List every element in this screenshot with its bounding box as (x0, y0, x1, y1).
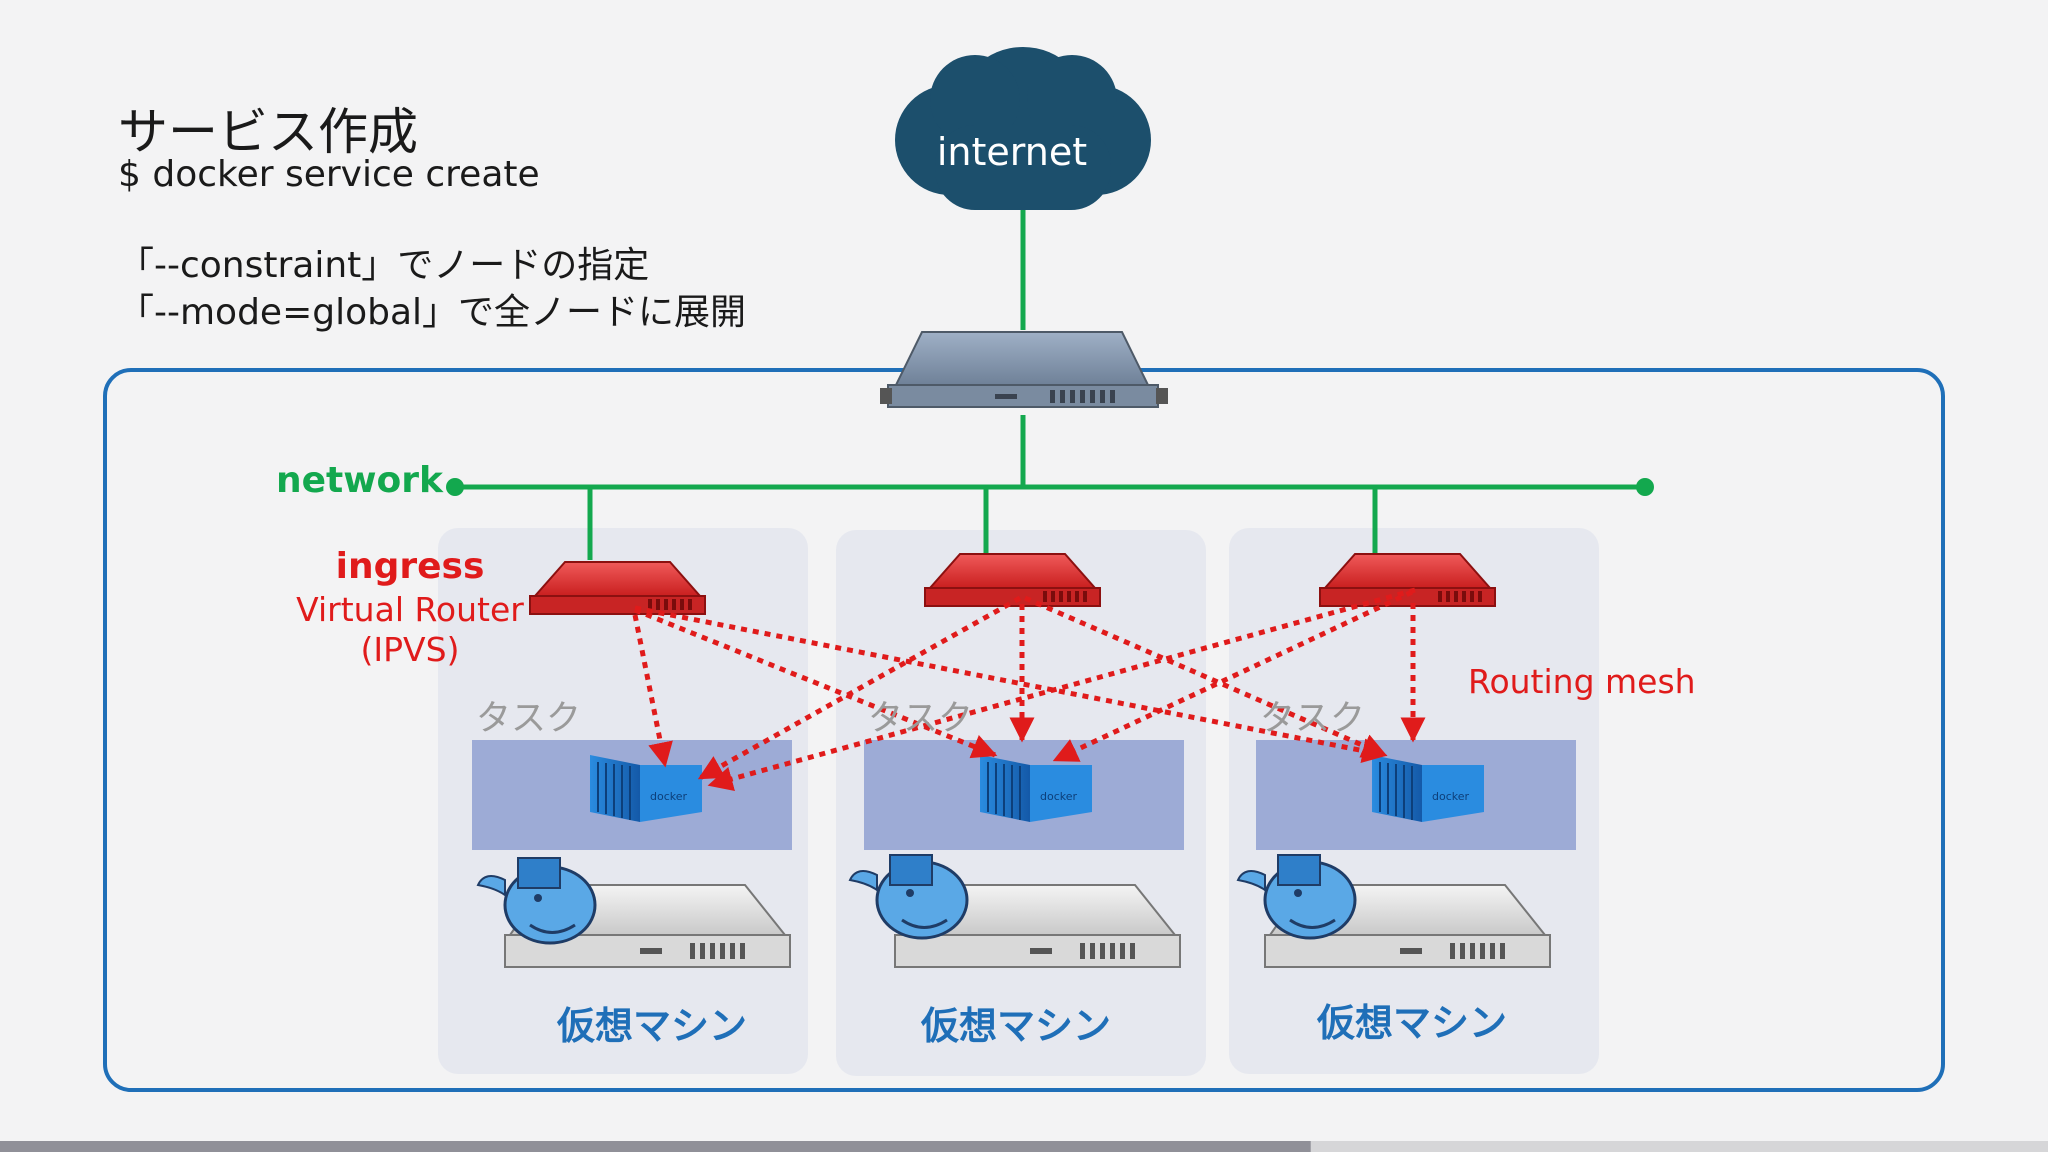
svg-text:docker: docker (1040, 790, 1078, 803)
slide-title: サービス作成 (118, 103, 418, 161)
progress-fill (0, 1141, 1311, 1152)
ingress-label: ingress (335, 546, 485, 587)
router-icon (529, 561, 706, 615)
docker-container-icon: docker (590, 755, 702, 822)
router-icon (924, 553, 1101, 607)
docker-whale-icon (848, 854, 969, 940)
network-endpoint (446, 478, 464, 496)
ipvs-label: (IPVS) (360, 630, 460, 669)
network-links (455, 205, 1645, 560)
option-constraint-text: 「--constraint」でノードの指定 (118, 245, 650, 286)
svg-text:docker: docker (1432, 790, 1470, 803)
command-text: $ docker service create (118, 154, 540, 195)
task-label: タスク (476, 699, 582, 739)
svg-text:docker: docker (650, 790, 688, 803)
docker-whale-icon (1236, 854, 1357, 940)
option-global-text: 「--mode=global」で全ノードに展開 (118, 292, 747, 333)
docker-container-icon: docker (980, 755, 1092, 822)
vm-label: 仮想マシン (1316, 1001, 1507, 1045)
gateway-server-icon (880, 331, 1168, 408)
cloud-icon (895, 47, 1151, 210)
network-endpoint (1636, 478, 1654, 496)
internet-label: internet (936, 130, 1088, 174)
network-label: network (276, 460, 443, 501)
docker-whale-icon (476, 857, 597, 945)
vm-label: 仮想マシン (556, 1004, 747, 1048)
task-label: タスク (1260, 699, 1366, 739)
routing-mesh-arrows (632, 587, 1426, 792)
router-icon (1319, 553, 1496, 607)
docker-container-icon: docker (1372, 755, 1484, 822)
routing-mesh-label: Routing mesh (1468, 662, 1696, 701)
virtual-router-label: Virtual Router (296, 590, 524, 629)
task-label: タスク (868, 699, 974, 739)
vm-label: 仮想マシン (920, 1004, 1111, 1048)
